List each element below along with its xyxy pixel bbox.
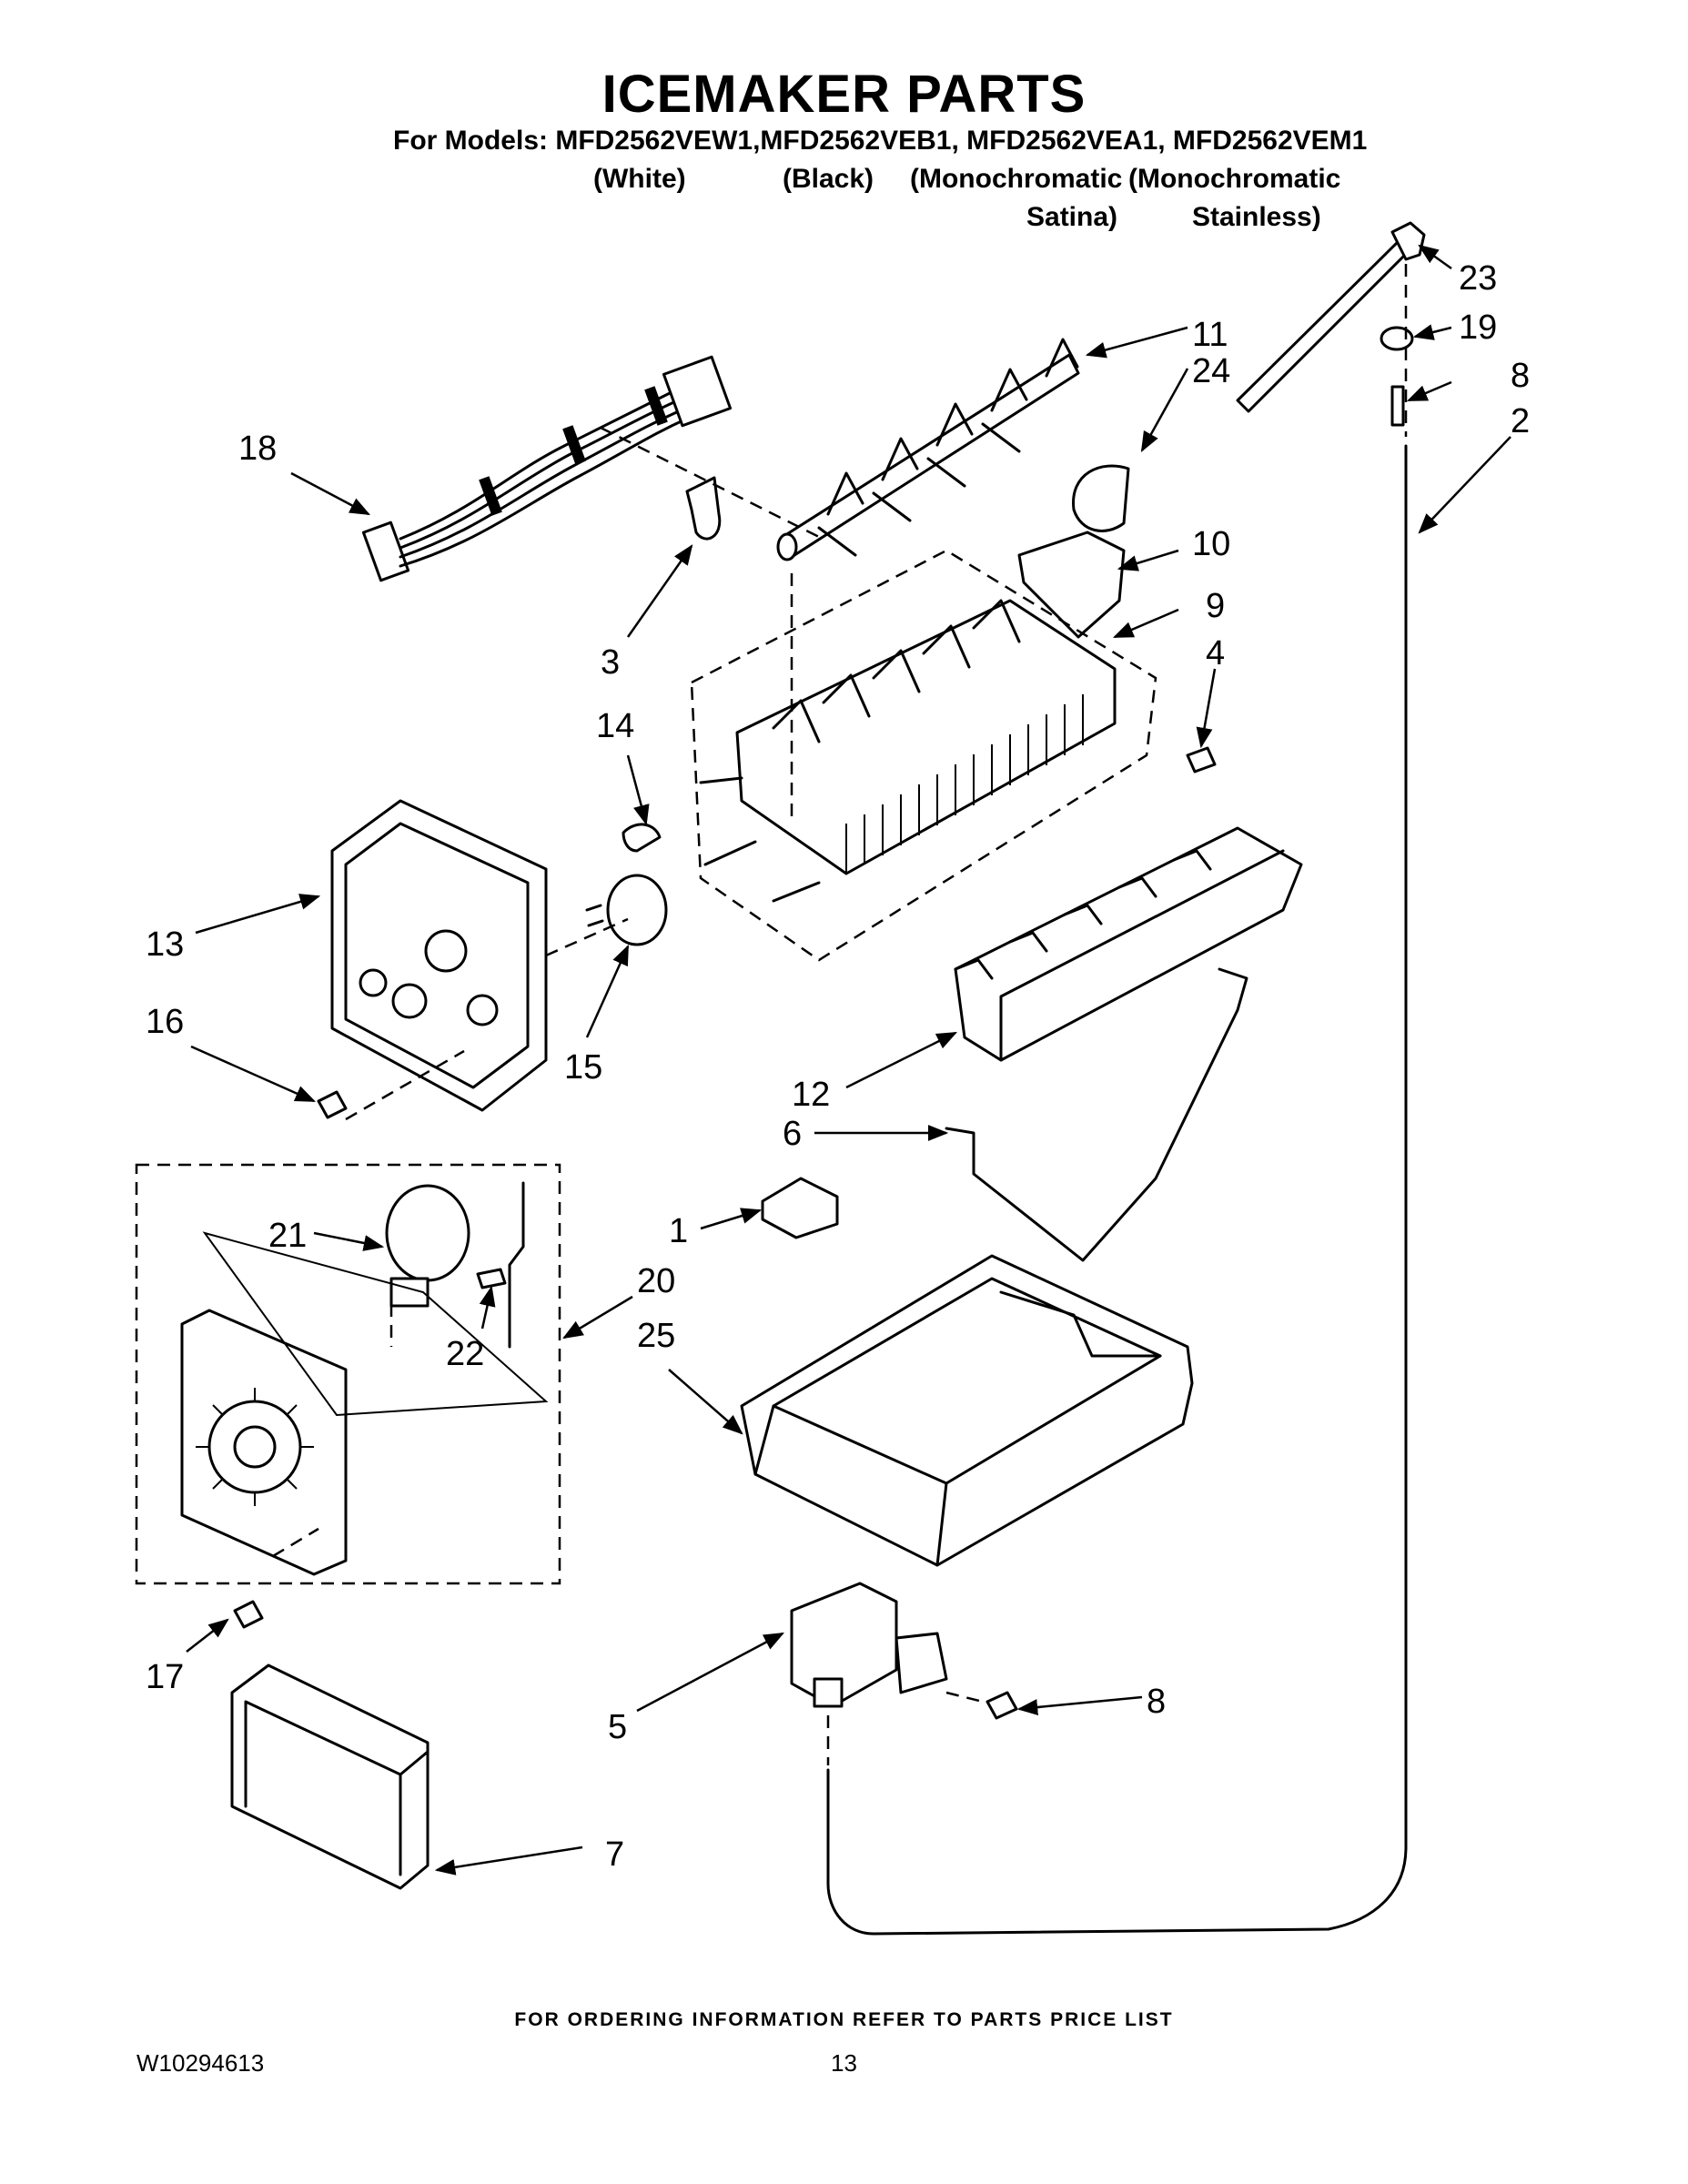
screw-part-17 (233, 1600, 264, 1629)
callout-8-lower: 8 (1147, 1683, 1166, 1721)
icemaker-mold-part (699, 599, 1117, 903)
control-module-part (330, 799, 548, 1112)
water-valve-part (790, 1582, 948, 1708)
callout-15: 15 (564, 1048, 602, 1087)
motor-part-21 (385, 1184, 470, 1308)
wire-lead-part (508, 1181, 525, 1349)
callout-labels: 11 24 10 9 4 23 19 8 2 18 3 14 15 13 16 … (146, 259, 1530, 1874)
callout-24: 24 (1192, 352, 1230, 390)
screw-part-16 (317, 1090, 348, 1119)
callout-18: 18 (238, 430, 277, 468)
screw-part-22 (476, 1268, 507, 1289)
cam-part (1072, 464, 1130, 532)
stripper-part (954, 826, 1303, 1062)
callout-13: 13 (146, 925, 184, 964)
callout-7: 7 (605, 1835, 624, 1874)
callout-11: 11 (1192, 316, 1228, 354)
callout-5: 5 (608, 1708, 627, 1746)
gear-plate-reference-line (202, 1231, 549, 1417)
screw-part-8-lower (986, 1691, 1018, 1720)
document-id: W10294613 (136, 2049, 265, 2077)
color-monochromatic-2: (Monochromatic (1128, 164, 1341, 194)
assembly-line-a (272, 426, 984, 1765)
grommet-part-19 (1380, 326, 1414, 351)
color-stainless: Stainless) (1192, 202, 1321, 232)
wiring-harness-part (361, 355, 733, 582)
shutoff-arm-part (945, 967, 1248, 1262)
callout-4: 4 (1206, 634, 1225, 672)
screw-part-4 (1186, 746, 1217, 774)
color-satina: Satina) (1026, 202, 1118, 232)
callout-10: 10 (1192, 525, 1230, 563)
switch-housing-part (1017, 531, 1126, 639)
models-line: For Models: MFD2562VEW1,MFD2562VEB1, MFD… (393, 126, 1368, 156)
color-monochromatic-1: (Monochromatic (910, 164, 1123, 194)
color-white: (White) (593, 164, 686, 194)
harness-clip-part (685, 476, 722, 541)
callout-6: 6 (783, 1115, 802, 1153)
ejector-shaft-part (776, 338, 1080, 561)
callout-25: 25 (637, 1317, 675, 1355)
page-number: 13 (831, 2049, 857, 2077)
callout-23: 23 (1459, 259, 1497, 298)
mold-dashed-boundary (690, 549, 1157, 962)
fill-tube-part (1236, 237, 1414, 413)
tube-clamp-part-8 (1390, 385, 1405, 427)
callout-19: 19 (1459, 308, 1497, 347)
gear-plate-part (180, 1309, 348, 1576)
callout-20: 20 (637, 1262, 675, 1300)
callout-14: 14 (596, 707, 634, 745)
color-black: (Black) (783, 164, 874, 194)
callout-8-upper: 8 (1511, 357, 1530, 395)
motor-kit-dashed-box (135, 1163, 561, 1585)
callout-21: 21 (268, 1217, 307, 1255)
ice-bin-part (740, 1254, 1194, 1567)
callout-2: 2 (1511, 402, 1530, 440)
callout-1: 1 (669, 1212, 688, 1250)
callout-12: 12 (792, 1076, 830, 1114)
callout-3: 3 (601, 643, 620, 682)
callout-22: 22 (446, 1335, 484, 1373)
water-line-part-2 (826, 444, 1408, 1936)
callout-17: 17 (146, 1658, 184, 1696)
ordering-note: FOR ORDERING INFORMATION REFER TO PARTS … (514, 2009, 1174, 2030)
clip-part-14 (622, 823, 662, 853)
bracket-part (761, 1177, 839, 1239)
callout-16: 16 (146, 1003, 184, 1041)
thermostat-part-15 (585, 874, 668, 946)
page-title: ICEMAKER PARTS (601, 65, 1087, 124)
callout-9: 9 (1206, 587, 1225, 625)
ice-bin-cover-part (230, 1663, 430, 1890)
leader-arrows (186, 244, 1511, 1876)
